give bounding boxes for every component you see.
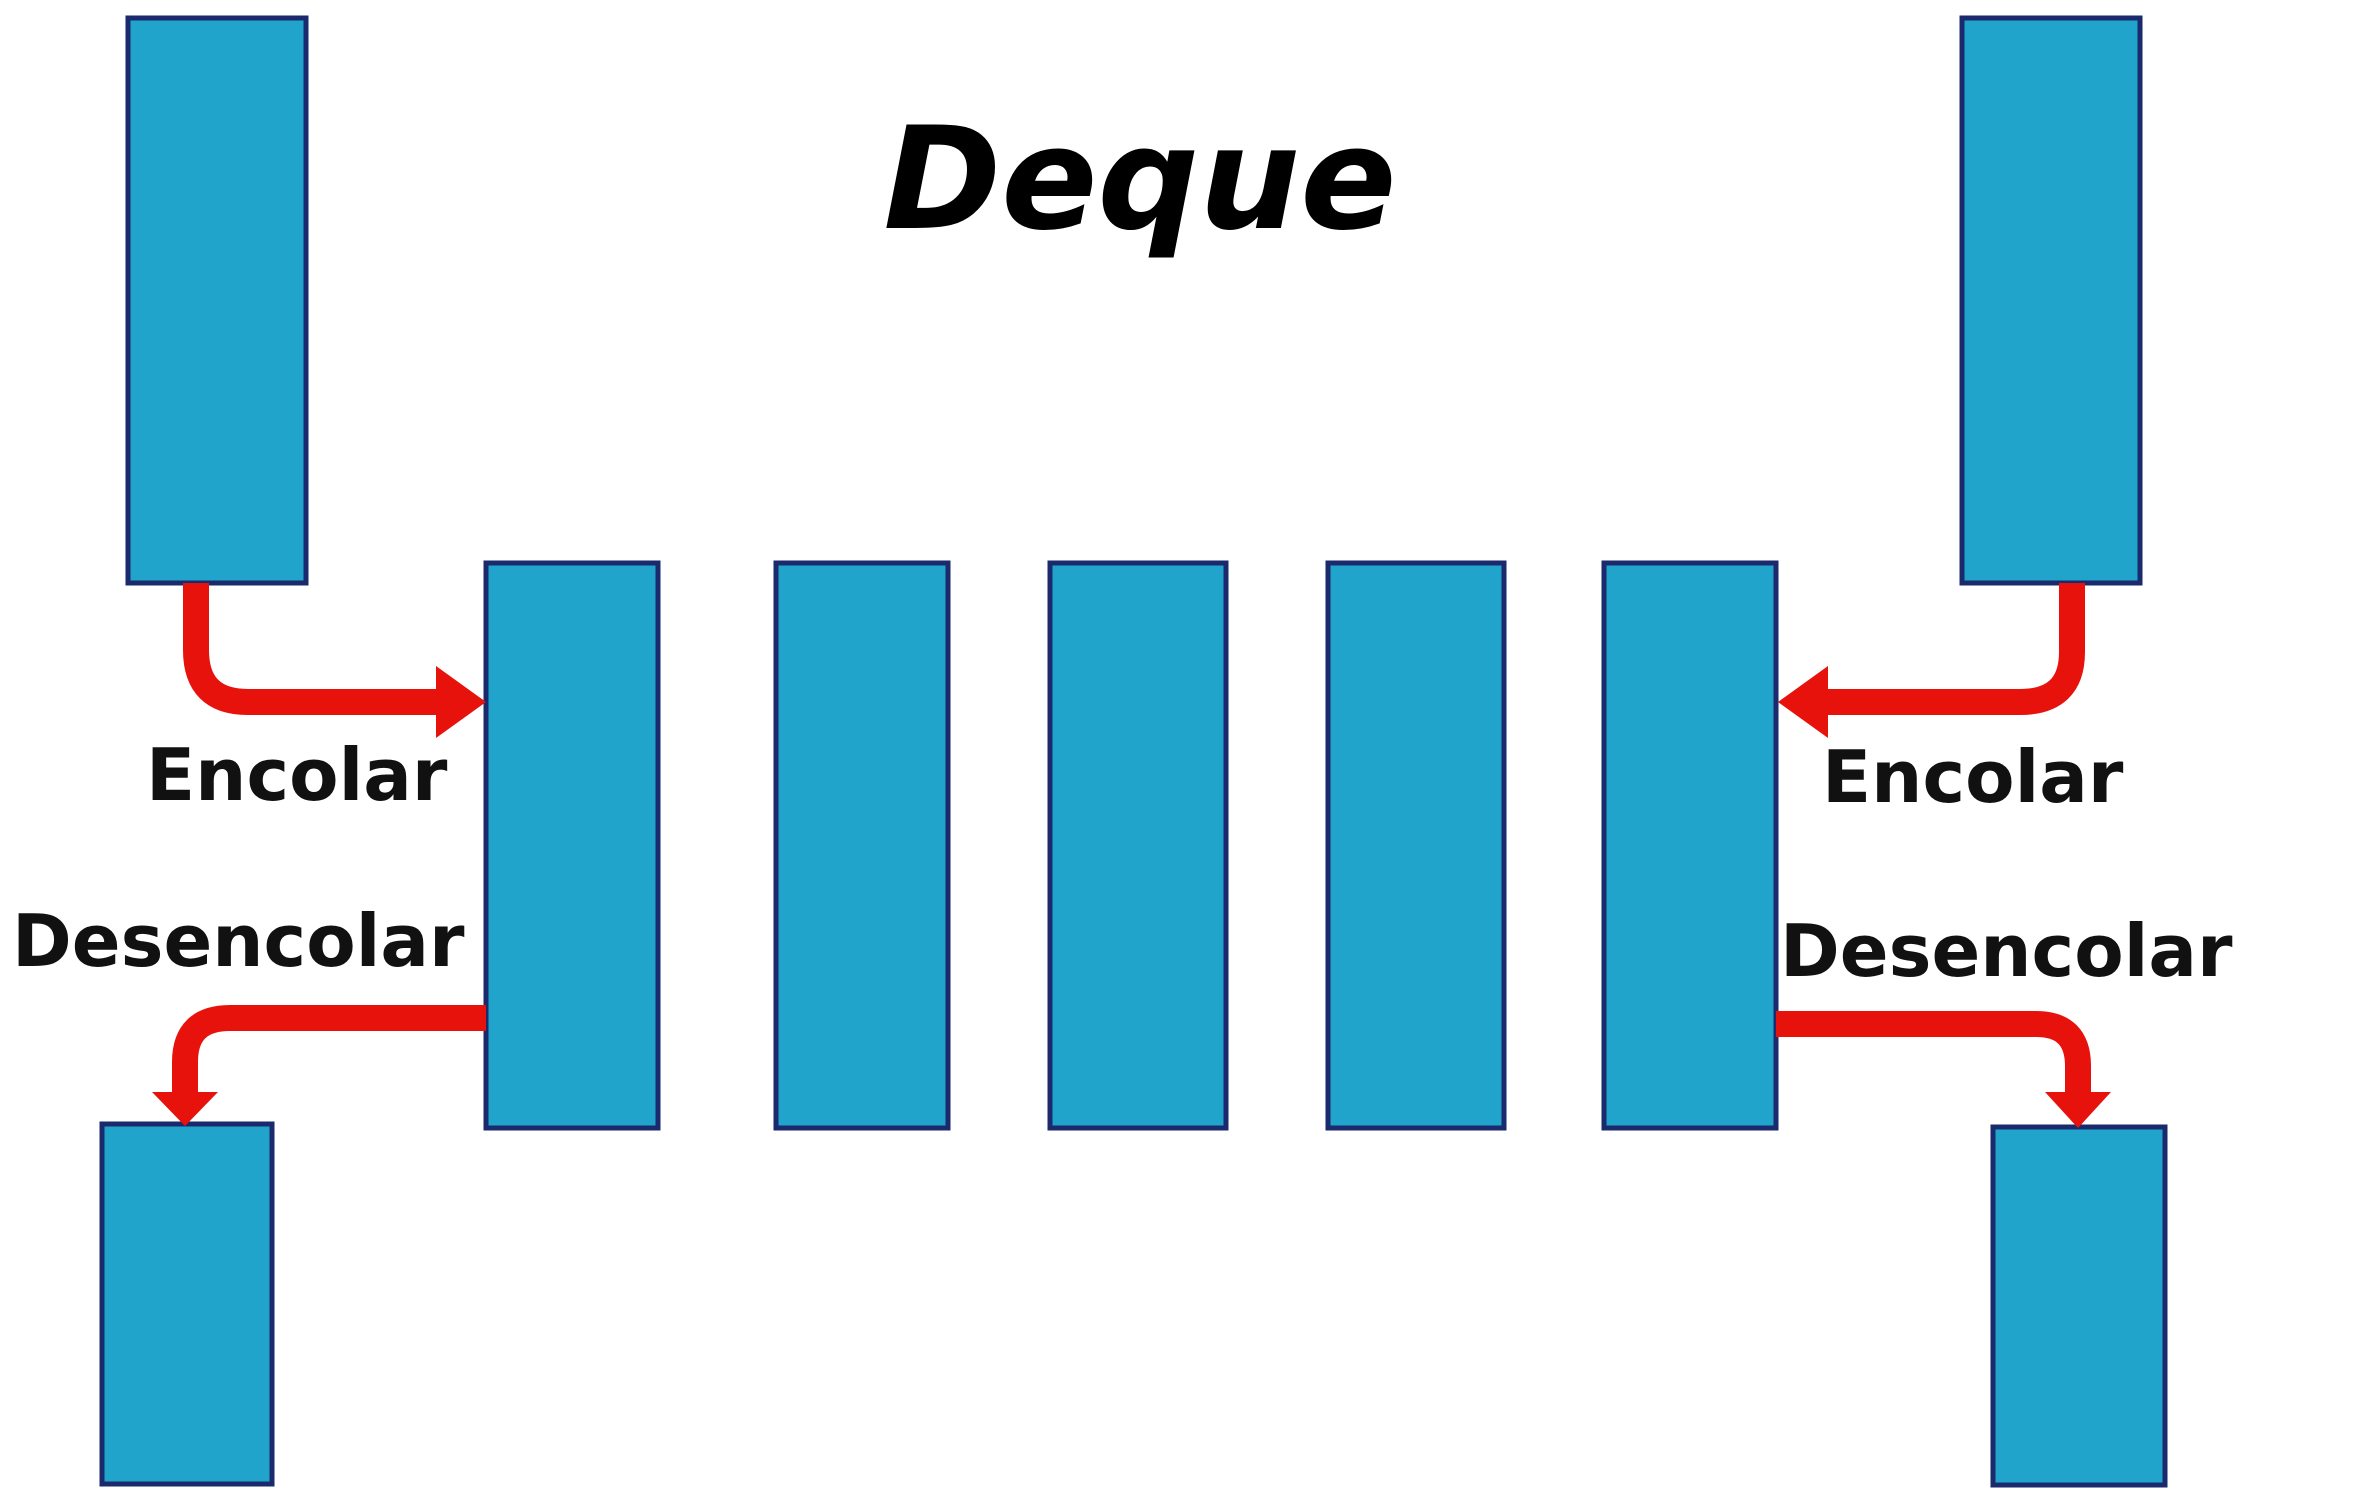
deque-element-rear [1601, 560, 1779, 1131]
dequeue-right-label: Desencolar [1780, 909, 2233, 993]
deque-element [773, 560, 951, 1131]
deque-elements [483, 560, 1779, 1131]
deque-element-front [483, 560, 661, 1131]
enqueue-left-label: Encolar [146, 733, 448, 817]
incoming-element-left [125, 15, 309, 586]
incoming-element-right [1959, 15, 2143, 586]
dequeue-left-label: Desencolar [12, 899, 465, 983]
enqueue-right-arrow [1778, 583, 2085, 738]
removed-element-right [1990, 1124, 2168, 1488]
removed-element-left [99, 1121, 275, 1487]
enqueue-right-label: Encolar [1822, 735, 2124, 819]
dequeue-right-arrow [1776, 1011, 2111, 1128]
diagram-title: Deque [883, 97, 1396, 262]
deque-element [1325, 560, 1507, 1131]
deque-element [1047, 560, 1229, 1131]
dequeue-left-arrow [152, 1005, 486, 1126]
enqueue-left-arrow [183, 583, 486, 738]
